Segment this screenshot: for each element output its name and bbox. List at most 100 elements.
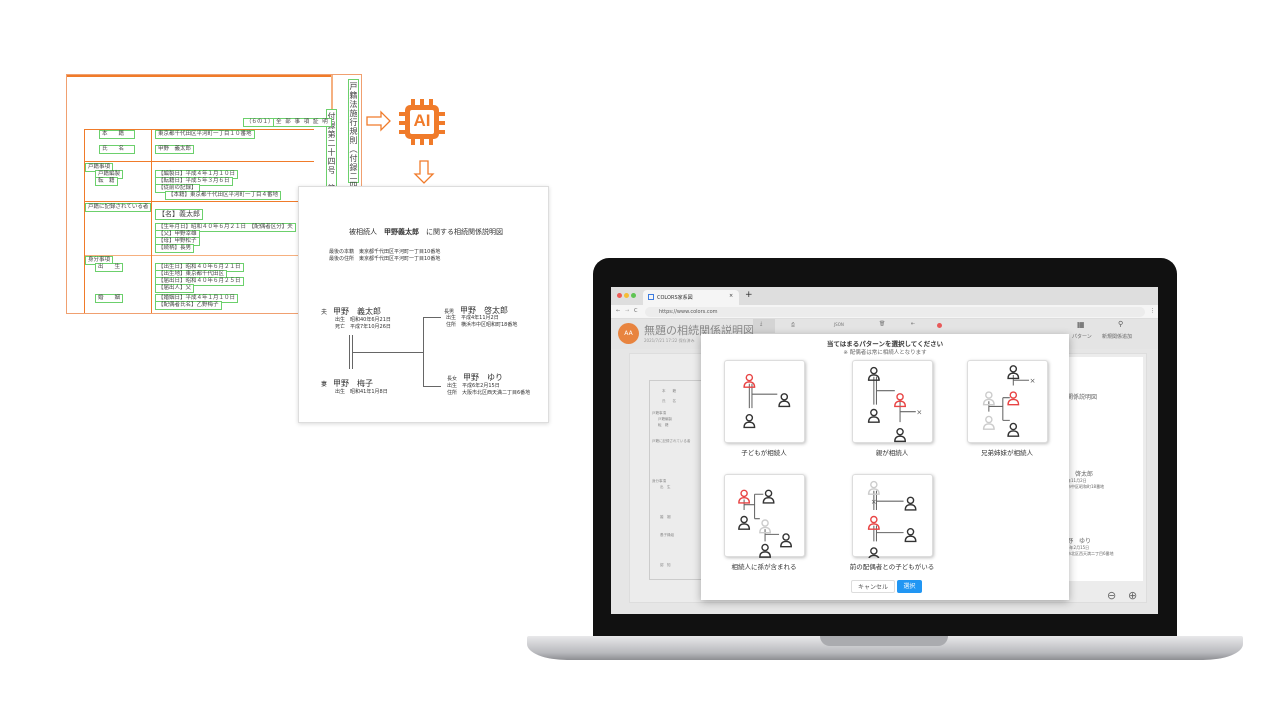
select-button[interactable]: 選択	[897, 580, 922, 593]
notification-icon[interactable]	[937, 323, 942, 328]
json-icon[interactable]: JSON	[834, 322, 844, 327]
value: 甲野 義太郎	[155, 145, 195, 154]
bg-label: 転 籍	[658, 423, 669, 427]
person-icon	[867, 408, 880, 423]
pattern-select-dialog: 当てはまるパターンを選択してください ※ 配偶者は常に相続人となります 子どもが…	[701, 334, 1069, 600]
bg-label: 戸籍事項	[652, 411, 666, 415]
dialog-subtitle: ※ 配偶者は常に相続人となります	[843, 350, 927, 356]
bg-label: 養子縁組	[660, 533, 674, 537]
ai-chip-icon: AI	[397, 98, 447, 146]
bg-daughter: 市北区西天満二丁目6番地	[1067, 551, 1114, 556]
arrow-right-icon	[366, 110, 391, 132]
value: 【続柄】長男	[155, 244, 195, 253]
title-name: 甲野義太郎	[384, 228, 419, 236]
pattern-label: 親が相続人	[875, 449, 909, 457]
url-input[interactable]: https://www.colors.com	[645, 307, 1145, 317]
family-diagram: ×	[982, 365, 1035, 437]
bg-koseki: 本 籍 氏 名 戸籍事項 戸籍編製 転 籍 戸籍に記録されている者 身分事項 出…	[649, 380, 702, 580]
bg-label: 戸籍に記録されている者	[652, 439, 691, 443]
pattern-card[interactable]: ×	[967, 360, 1048, 443]
label: 婚 姻	[95, 294, 124, 303]
person-icon	[759, 543, 772, 558]
deceased-x-icon: ×	[871, 498, 877, 506]
person-icon	[982, 415, 995, 430]
add-relation-icon[interactable]: ⚲	[1118, 320, 1124, 328]
bg-daughter: 野 ゆり	[1067, 538, 1092, 545]
person-icon	[867, 480, 880, 495]
doc-title[interactable]: 無題の相続関係説明図	[644, 324, 754, 337]
last-address: 最後の住所 東京都千代田区平河町一丁目10番地	[329, 256, 441, 262]
minimize-window-button[interactable]	[624, 293, 629, 298]
tab-close-button[interactable]: ×	[729, 293, 734, 299]
person-icon	[1007, 365, 1020, 380]
rel: 妻	[321, 381, 328, 388]
person-icon	[778, 393, 791, 408]
logout-icon[interactable]: ⇤	[911, 321, 916, 327]
person-icon	[1007, 422, 1020, 437]
pattern-card[interactable]	[724, 360, 805, 443]
bg-label: 氏 名	[662, 399, 676, 403]
favicon-icon	[648, 294, 654, 300]
pattern-icon[interactable]: ▦	[1077, 320, 1085, 329]
back-icon[interactable]: ←	[616, 308, 621, 314]
person-icon	[982, 391, 995, 406]
forward-icon[interactable]: →	[625, 308, 630, 314]
regulation-title: 戸籍法施行規則（付録二四号）	[348, 79, 359, 208]
trash-icon[interactable]: 🗑	[879, 321, 886, 327]
pattern-card[interactable]: ×	[852, 360, 933, 443]
bg-label: 本 籍	[662, 389, 676, 393]
dialog-title: 当てはまるパターンを選択してください	[826, 340, 944, 348]
browser-menu-icon[interactable]: ⋮	[1150, 308, 1155, 314]
husband-name: 甲野 義太郎	[333, 307, 382, 316]
title-prefix: 被相続人	[349, 228, 377, 236]
bg-label: 出 生	[660, 485, 671, 489]
download-button[interactable]: ⤓	[753, 319, 775, 333]
bg-son: 市中区昭和町18番地	[1067, 484, 1105, 489]
last-domicile: 最後の本籍 東京都千代田区平河町一丁目10番地	[329, 249, 441, 255]
person-icon	[867, 515, 880, 530]
maximize-window-button[interactable]	[631, 293, 636, 298]
son-birth: 出生 平成4年11月2日	[446, 315, 499, 321]
family-diagram: ×	[867, 480, 917, 562]
person-icon	[904, 496, 917, 511]
browser-tab-bar: COLORS家系図 × +	[611, 287, 1158, 305]
relationship-chart-document: 被相続人 甲野義太郎 に関する相続関係説明図 最後の本籍 東京都千代田区平河町一…	[298, 186, 549, 423]
value: 【届出日】昭和４０年６月２５日	[155, 277, 244, 286]
person-icon	[759, 519, 772, 534]
son-name: 甲野 啓太郎	[460, 306, 509, 315]
reload-icon[interactable]: C	[634, 308, 638, 314]
browser-tab[interactable]: COLORS家系図 ×	[643, 290, 739, 305]
bg-title: 関係説明図	[1067, 394, 1098, 401]
saved-status: 2021/7/21 17:22 保存済み	[644, 338, 695, 343]
value: 【生年月日】昭和４０年６月２１日 【配偶者区分】夫	[155, 223, 296, 232]
zoom-out-icon[interactable]: ⊖	[1107, 589, 1117, 602]
wife-birth: 出生 昭和41年1月8日	[335, 389, 388, 395]
tab-title: COLORS家系図	[657, 295, 693, 301]
arrow-down-icon	[413, 160, 435, 184]
pattern-button[interactable]: パターン	[1072, 334, 1092, 340]
rel: 長男	[444, 309, 455, 315]
new-tab-button[interactable]: +	[745, 290, 753, 300]
zoom-in-icon[interactable]: ⊕	[1128, 589, 1138, 602]
add-relation-button[interactable]: 新規関係追加	[1102, 334, 1133, 340]
pattern-label: 兄弟姉妹が相続人	[981, 449, 1033, 457]
close-window-button[interactable]	[617, 293, 622, 298]
page-number: （６の１）	[243, 118, 277, 127]
cancel-button[interactable]: キャンセル	[851, 580, 895, 593]
son-address: 住所 横浜市中区昭和町18番地	[446, 322, 518, 328]
pattern-card[interactable]	[724, 474, 805, 558]
wife-name: 甲野 梅子	[333, 379, 374, 388]
print-icon[interactable]: ⎙	[791, 322, 796, 328]
daughter-address: 住所 大阪市北区西天満二丁目6番地	[447, 390, 531, 396]
value: 【配偶者氏名】乙野梅子	[155, 301, 222, 310]
section: 戸籍に記録されている者	[85, 203, 152, 212]
bg-daughter: 6年2月15日	[1067, 545, 1090, 550]
value: 東京都千代田区平河町一丁目１０番地	[155, 130, 255, 139]
bg-label: 婚 姻	[660, 515, 671, 519]
daughter-birth: 出生 平成6年2月15日	[447, 383, 500, 389]
pattern-label: 前の配偶者との子どもがいる	[849, 563, 935, 571]
deceased-x-icon: ×	[916, 408, 922, 416]
rel: 夫	[321, 309, 328, 316]
pattern-card[interactable]: ×	[852, 474, 933, 562]
avatar[interactable]: AA	[618, 323, 639, 344]
